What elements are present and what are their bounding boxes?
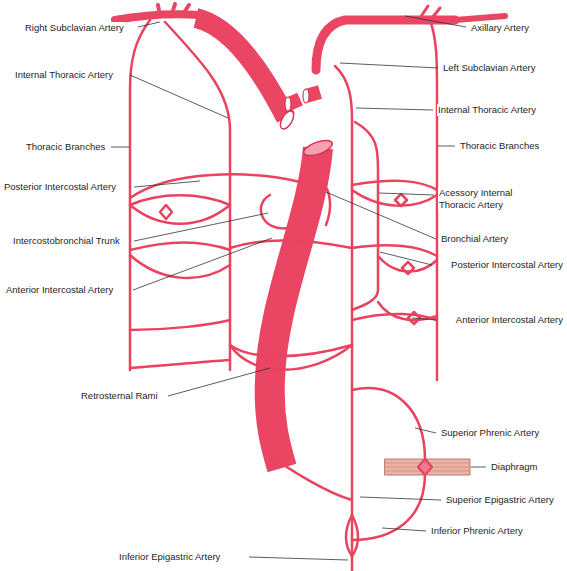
label: Acessory Internal Thoracic Artery xyxy=(438,187,540,211)
label: Anterior Intercostal Artery xyxy=(5,284,114,296)
label: Diaphragm xyxy=(490,461,538,473)
label: Left Subclavian Artery xyxy=(442,62,536,74)
label: Inferior Phrenic Artery xyxy=(430,525,524,537)
label: Bronchial Artery xyxy=(440,233,509,245)
label: Internal Thoracic Artery xyxy=(14,69,114,81)
label: Anterior Intercostal Artery xyxy=(455,314,564,326)
label: Thoracic Branches xyxy=(459,140,540,152)
label: Right Subclavian Artery xyxy=(24,22,125,34)
label: Superior Phrenic Artery xyxy=(440,427,540,439)
label: Internal Thoracic Artery xyxy=(437,104,537,116)
label: Superior Epigastric Artery xyxy=(445,494,555,506)
label: Thoracic Branches xyxy=(25,141,106,153)
label: Axillary Artery xyxy=(470,22,530,34)
label: Inferior Epigastric Artery xyxy=(118,551,221,563)
label: Posterior Intercostal Artery xyxy=(3,181,117,193)
label: Intercostobronchial Trunk xyxy=(12,235,121,247)
label: Posterior Intercostal Artery xyxy=(450,259,564,271)
label: Retrosternal Rami xyxy=(80,390,159,402)
